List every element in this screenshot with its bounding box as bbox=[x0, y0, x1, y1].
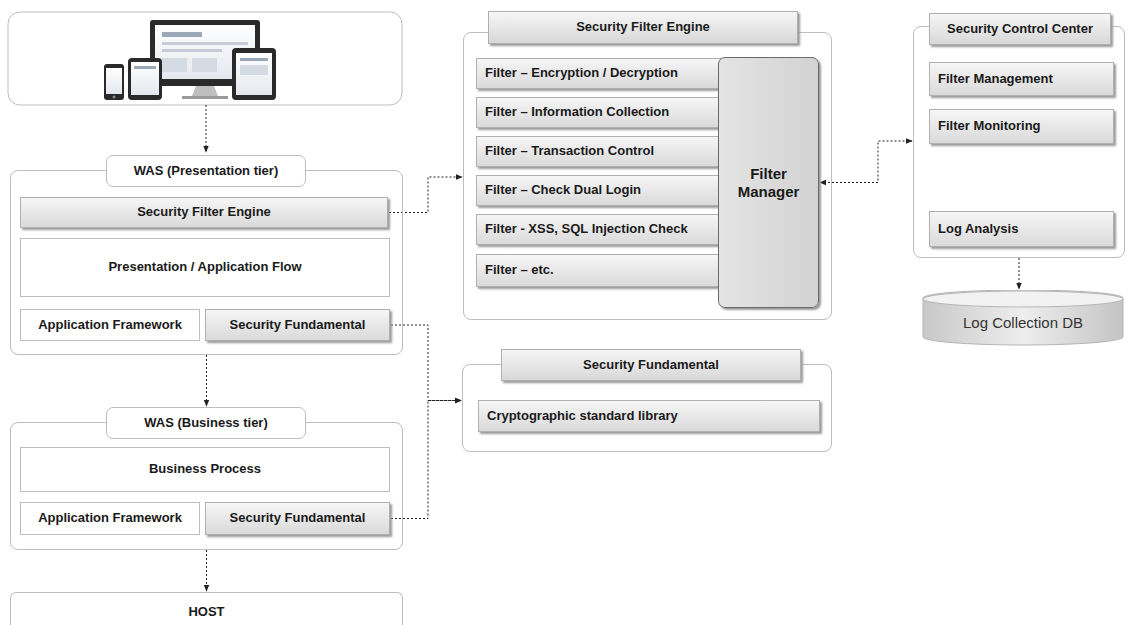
database-label: Log Collection DB bbox=[922, 304, 1124, 331]
box-label: Filter – Information Collection bbox=[477, 105, 721, 120]
box-label: Application Framework bbox=[21, 511, 199, 526]
framework-box: Application Framework bbox=[20, 502, 200, 535]
box-label: Presentation / Application Flow bbox=[21, 260, 389, 275]
group-heading: WAS (Presentation tier) bbox=[106, 155, 306, 187]
framework-box: Application Framework bbox=[20, 309, 200, 341]
fundamental-group: Cryptographic standard librarySecurity F… bbox=[462, 364, 832, 452]
group-heading: Security Control Center bbox=[929, 13, 1111, 45]
box-label: Application Framework bbox=[21, 318, 199, 333]
group-heading: Security Fundamental bbox=[501, 349, 801, 381]
box-label: Filter – etc. bbox=[477, 263, 721, 278]
box-label: Security Fundamental bbox=[206, 318, 389, 333]
box-label: Filter Manager bbox=[719, 165, 818, 200]
tier-group: Business ProcessApplication Framework Sec… bbox=[10, 422, 403, 550]
library-box: Cryptographic standard library bbox=[478, 400, 820, 432]
box-label: Security Fundamental bbox=[206, 511, 389, 526]
engine-group: Filter – Encryption / DecryptionFilter –… bbox=[463, 32, 832, 320]
filter-box: Filter – Check Dual Login bbox=[476, 175, 722, 206]
flow-box: Presentation / Application Flow bbox=[20, 238, 390, 297]
control-box: Filter Management bbox=[929, 62, 1114, 96]
host-box: HOST bbox=[10, 592, 403, 625]
device-box bbox=[8, 12, 402, 105]
fundamental-box: Security Fundamental bbox=[205, 309, 390, 341]
devices-illustration bbox=[104, 20, 276, 100]
filter-box: Filter - XSS, SQL Injection Check bbox=[476, 214, 722, 245]
group-heading: Security Filter Engine bbox=[488, 11, 798, 44]
dotted-connector bbox=[206, 550, 207, 591]
box-label: Filter - XSS, SQL Injection Check bbox=[477, 222, 721, 237]
filter-box: Filter – Encryption / Decryption bbox=[476, 58, 722, 89]
box-label: Security Filter Engine bbox=[21, 205, 387, 220]
database-cylinder: Log Collection DB bbox=[922, 290, 1124, 346]
control-box: Log Analysis bbox=[929, 211, 1114, 247]
box-label: Filter Management bbox=[930, 72, 1113, 87]
box-label: Filter – Check Dual Login bbox=[477, 183, 721, 198]
dotted-connector bbox=[206, 355, 207, 406]
control-box: Filter Monitoring bbox=[929, 109, 1114, 144]
dotted-connector bbox=[1019, 258, 1020, 289]
dotted-connector bbox=[820, 141, 912, 183]
box-label: Log Analysis bbox=[930, 222, 1113, 237]
dotted-connector bbox=[391, 401, 461, 519]
engine-bar: Security Filter Engine bbox=[20, 197, 388, 228]
manager-box: Filter Manager bbox=[718, 57, 819, 308]
box-label: HOST bbox=[11, 605, 402, 620]
filter-box: Filter – Information Collection bbox=[476, 97, 722, 128]
box-label: Filter – Transaction Control bbox=[477, 144, 721, 159]
box-label: Filter Monitoring bbox=[930, 119, 1113, 134]
box-label: Cryptographic standard library bbox=[479, 409, 819, 424]
device-arrow bbox=[206, 105, 207, 152]
process-box: Business Process bbox=[20, 447, 390, 492]
group-heading: WAS (Business tier) bbox=[106, 407, 306, 439]
box-label: Business Process bbox=[21, 462, 389, 477]
control-group: Filter ManagementFilter MonitoringLog An… bbox=[913, 26, 1125, 258]
fundamental-box: Security Fundamental bbox=[205, 502, 390, 535]
dotted-connector bbox=[391, 325, 461, 401]
dotted-connector bbox=[389, 177, 462, 213]
filter-box: Filter – Transaction Control bbox=[476, 136, 722, 167]
tier-group: Security Filter EnginePresentation / App… bbox=[10, 170, 403, 355]
filter-box: Filter – etc. bbox=[476, 254, 722, 287]
box-label: Filter – Encryption / Decryption bbox=[477, 66, 721, 81]
